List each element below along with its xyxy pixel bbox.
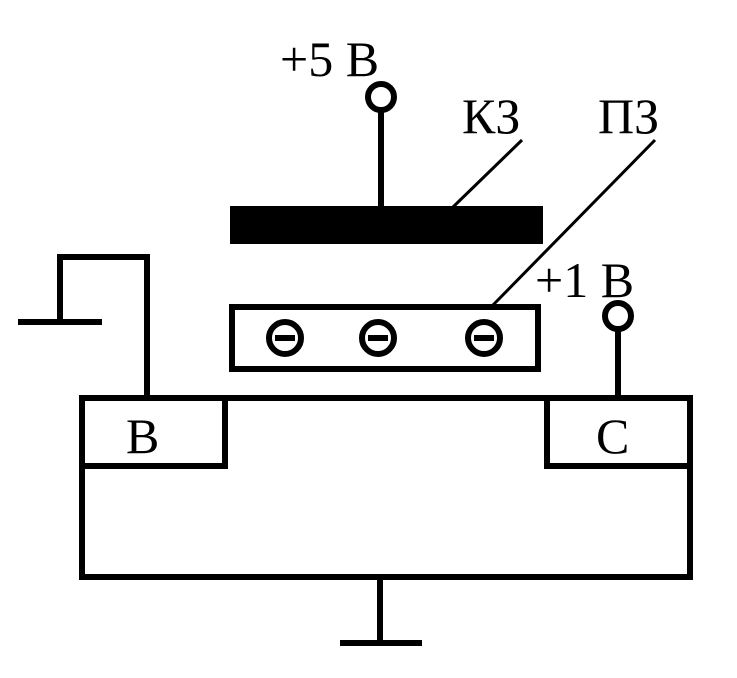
channel-leader-line: [491, 138, 657, 307]
gate-electrode: [230, 206, 543, 244]
gate-name-label: КЗ: [462, 88, 520, 144]
gate-voltage-label: +5 В: [280, 31, 379, 87]
drain-region: [544, 395, 693, 469]
drain-voltage-label: +1 В: [535, 252, 634, 308]
pulse-signal: [57, 254, 150, 398]
charge-2: [359, 319, 397, 357]
drain-label: С: [596, 408, 629, 464]
gate-leader-line: [450, 138, 524, 210]
charge-3: [465, 319, 503, 357]
source-region: [79, 395, 228, 469]
charge-box: [229, 304, 541, 372]
gate-terminal: [365, 81, 397, 113]
channel-name-label: ПЗ: [598, 88, 659, 144]
substrate: [79, 395, 693, 580]
source-label: В: [126, 408, 159, 464]
charge-1: [266, 319, 304, 357]
